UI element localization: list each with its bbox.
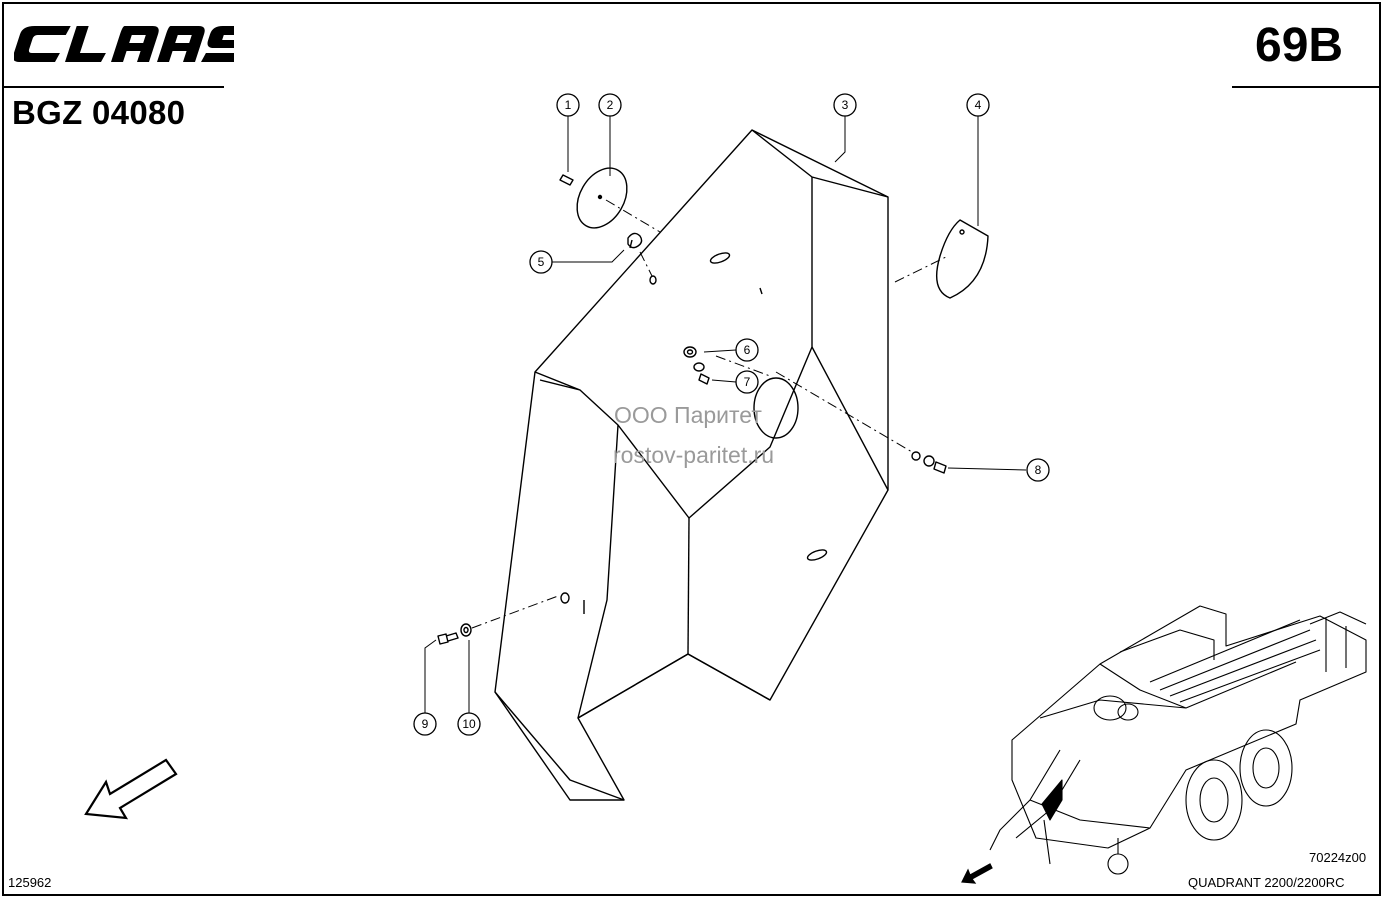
drawing-number: 125962 <box>8 875 52 890</box>
baler-thumbnail-image <box>989 605 1367 875</box>
bolt-set-part-8 <box>911 451 947 474</box>
document-code: BGZ 04080 <box>12 94 186 131</box>
model-name: QUADRANT 2200/2200RC <box>1188 875 1345 890</box>
round-cover-part-2 <box>576 167 628 229</box>
claas-logo <box>14 26 234 62</box>
cover-panel-part-3 <box>494 129 889 801</box>
thumbnail-reference: 70224z00 <box>1309 850 1367 865</box>
header-rule-left <box>2 86 224 88</box>
watermark-website: rostov-paritet.ru <box>613 442 775 468</box>
nut-part-7 <box>693 362 710 385</box>
header-rule-right <box>1232 86 1381 88</box>
clip-part-5 <box>627 232 643 249</box>
callout-4: 4 <box>975 98 982 112</box>
callout-7: 7 <box>744 375 751 389</box>
side-cover-part-4 <box>936 219 989 299</box>
page-code: 69B <box>1255 19 1344 72</box>
screw-part-1 <box>559 174 574 186</box>
washer-part-10 <box>460 623 472 637</box>
callout-8: 8 <box>1035 463 1042 477</box>
bolt-part-9 <box>437 632 459 645</box>
callout-9: 9 <box>422 717 429 731</box>
callout-10: 10 <box>462 717 476 731</box>
direction-arrow-icon <box>84 758 178 820</box>
callout-3: 3 <box>842 98 849 112</box>
thumbnail-arrow-icon <box>961 863 993 884</box>
callout-2: 2 <box>607 98 614 112</box>
callout-5: 5 <box>538 255 545 269</box>
washer-part-6 <box>683 346 697 358</box>
watermark-company: ООО Паритет <box>614 402 762 428</box>
callout-1: 1 <box>565 98 572 112</box>
callout-6: 6 <box>744 343 751 357</box>
